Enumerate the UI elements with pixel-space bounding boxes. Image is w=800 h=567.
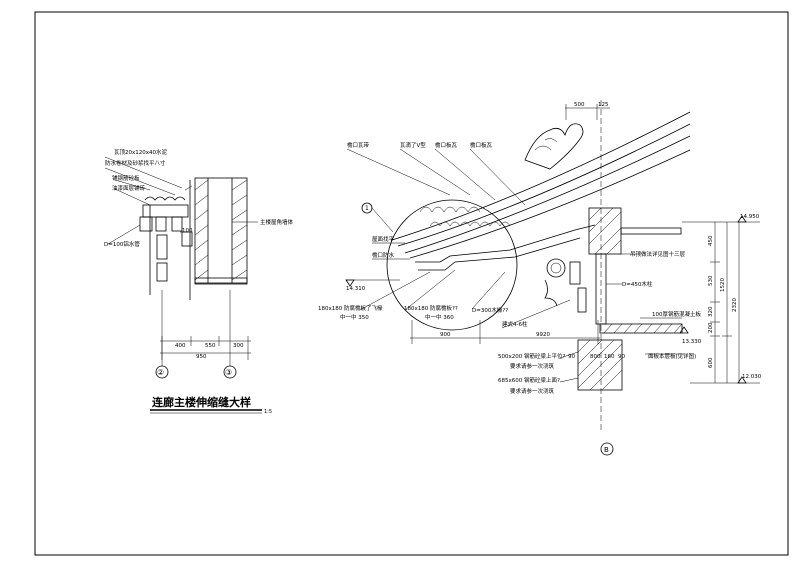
floor-slab xyxy=(599,323,683,334)
dim-total: 950 xyxy=(196,354,207,360)
dim-bottom-2: 300 xyxy=(233,343,244,349)
right-detail: 500 125 xyxy=(318,100,762,456)
note-top-0: 檐口瓦带 xyxy=(347,141,370,149)
dim-v-2: 320 xyxy=(708,306,714,317)
dim-bottom-0: 400 xyxy=(175,343,186,349)
note-mid-0: 建式4-6柱 xyxy=(502,320,528,328)
note-top-2: 檐口板瓦 xyxy=(435,141,458,149)
left-detail: 瓦顶20x120x40水泥 防水卷材及砂浆找平八寸 铺钢筋砼板 油漆面层铺砖 D… xyxy=(104,148,294,415)
dim-base-3: 90 xyxy=(618,354,625,360)
dim-bottom-1: 550 xyxy=(205,343,216,349)
note-right-3: 面板本层板(见详图) xyxy=(648,352,696,360)
axis-label-B: B xyxy=(604,446,609,454)
dim-base-1: 800 xyxy=(590,354,601,360)
note-right-0: 吊顶做法详见图十三层 xyxy=(630,250,686,258)
dim-mid-1: 9920 xyxy=(536,332,550,338)
dim-v-total-0: 1520 xyxy=(720,278,726,292)
note-bl-1: 中一中 350 xyxy=(340,313,369,321)
base-beam xyxy=(577,339,623,391)
axis-label-3: ③ xyxy=(225,368,232,377)
detail-title: 连廊主楼伸缩缝大样 xyxy=(152,395,251,409)
top-dim-1: 125 xyxy=(598,102,609,108)
dim-v-0: 450 xyxy=(708,235,714,246)
detail-scale: 1:5 xyxy=(264,409,272,415)
note-left-r1: 檐口防水 xyxy=(372,251,395,259)
top-dim-0: 500 xyxy=(574,102,585,108)
axis-bubble-B xyxy=(600,442,614,456)
dim-mid-0: 900 xyxy=(440,332,451,338)
sheet-border xyxy=(34,11,789,556)
note-top-3: 檐口板瓦 xyxy=(470,141,493,149)
elev-top: 14.950 xyxy=(740,214,760,220)
elev-mid: 13.330 xyxy=(682,339,702,345)
note-right-2: 100厚钢筋混凝土板 xyxy=(652,310,701,318)
dim-v-1: 530 xyxy=(708,275,714,286)
note-top-1: 瓦滴了V型 xyxy=(400,141,426,149)
note-left-r0: 屋面找平 xyxy=(372,235,395,243)
dim-v-total-1: 2320 xyxy=(732,298,738,312)
main-wall xyxy=(194,177,248,284)
dim-100: 100 xyxy=(182,228,193,234)
dim-base-0: 90 xyxy=(568,354,575,360)
note-bl-3: 中一中 360 xyxy=(425,313,454,321)
note-right-wall: 主楼屋角墙体 xyxy=(260,218,294,226)
dim-v-4: 600 xyxy=(708,357,714,368)
note-base-2: 685x600 钢筋砼梁上面? xyxy=(498,376,560,384)
dim-v-3: 200 xyxy=(708,322,714,333)
elev-bottom: 12.030 xyxy=(742,374,762,380)
note-left-0: 瓦顶20x120x40水泥 xyxy=(114,148,168,156)
note-base-3: 要求请参一次浇筑 xyxy=(510,387,555,395)
axis-label-2: ② xyxy=(157,368,164,377)
detail-callout-circle xyxy=(386,199,518,331)
elev-left: 14.310 xyxy=(346,286,366,292)
note-bl-0: 180x180 防腐檐板了飞椽 xyxy=(318,304,383,312)
note-base-1: 要求请参一次浇筑 xyxy=(510,362,555,370)
note-bl-2: 180x180 防腐檐板?? xyxy=(404,304,458,312)
note-bl-4: D=300木椽?? xyxy=(472,306,508,314)
note-base-0: 500x200 钢筋砼梁上平位? xyxy=(498,352,565,360)
axis-bubble-2 xyxy=(155,365,169,379)
dim-base-2: 160 xyxy=(604,354,615,360)
axis-bubble-3 xyxy=(223,365,237,379)
note-left-1: 防水卷材及砂浆找平八寸 xyxy=(105,159,166,167)
note-left-2: 铺钢筋砼板 xyxy=(112,174,140,182)
note-left-3: 油漆面层铺砖 xyxy=(112,184,146,192)
note-right-1: D=450木柱 xyxy=(622,280,653,288)
note-left-4: D=100铝水管 xyxy=(104,240,140,248)
section-bubble-label: 1 xyxy=(365,205,369,212)
